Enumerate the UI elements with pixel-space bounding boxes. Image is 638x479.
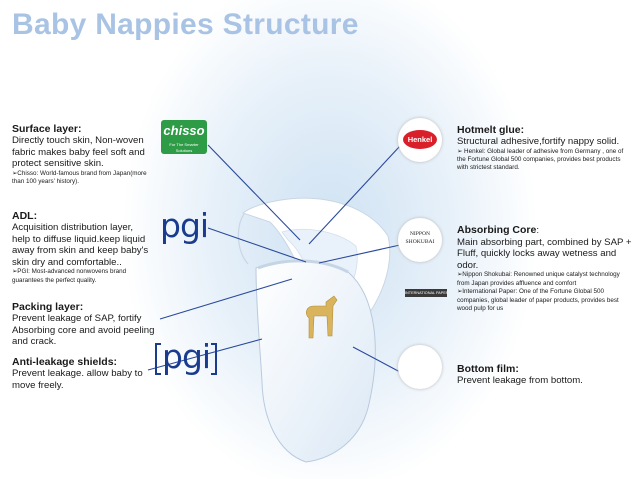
nippon-line2: SHOKUBAI bbox=[405, 238, 435, 245]
surface-layer-note: ➢Chisso: World-famous brand from Japan(m… bbox=[12, 169, 147, 186]
diaper-front-panel bbox=[255, 260, 376, 463]
surface-layer-block: Surface layer: Directly touch skin, Non-… bbox=[12, 123, 150, 187]
hotmelt-glue-heading: Hotmelt glue: bbox=[457, 124, 525, 136]
henkel-logo: Henkel bbox=[403, 130, 437, 149]
pgi-bracket-left bbox=[155, 343, 161, 375]
international-paper-logo: INTERNATIONAL PAPER bbox=[405, 289, 447, 297]
packing-layer-block: Packing layer: Prevent leakage of SAP, f… bbox=[12, 301, 160, 348]
leader-lines bbox=[147, 144, 401, 373]
bottom-film-circle bbox=[398, 345, 442, 389]
henkel-logo-circle: Henkel bbox=[398, 118, 442, 162]
giraffe-print bbox=[305, 295, 338, 339]
absorbing-core-note-nippon: ➢Nippon Shokubai: Renowned unique cataly… bbox=[457, 271, 620, 287]
adl-body: Acquisition distribution layer, help to … bbox=[12, 222, 149, 268]
nippon-line1: NIPPON bbox=[409, 231, 431, 237]
page-title: Baby Nappies Structure bbox=[12, 8, 359, 41]
absorbing-core-body: Main absorbing part, combined by SAP + F… bbox=[457, 236, 632, 271]
hotmelt-glue-block: Hotmelt glue: Structural adhesive,fortif… bbox=[457, 124, 629, 173]
pgi-logo-text-secondary: pgi bbox=[162, 337, 211, 376]
absorbing-core-heading-suffix: : bbox=[536, 225, 540, 236]
pgi-logo-secondary: pgi bbox=[155, 337, 218, 377]
adl-note: ➢PGI: Most-advanced nonwovens brand guar… bbox=[12, 268, 127, 284]
bottom-film-heading: Bottom film: bbox=[457, 363, 519, 375]
chisso-logo-tagline: For The Smarter Solutions bbox=[169, 142, 199, 153]
anti-leakage-heading: Anti-leakage shields: bbox=[12, 356, 118, 368]
pgi-logo-text: pgi bbox=[160, 206, 209, 245]
hotmelt-glue-note: ➢ Henkel: Global leader of adhesive from… bbox=[457, 147, 624, 172]
absorbing-core-heading: Absorbing Core bbox=[457, 224, 537, 236]
absorbing-core-block: Absorbing Core: Main absorbing part, com… bbox=[457, 224, 633, 313]
pgi-logo: pgi bbox=[160, 206, 209, 246]
nippon-shokubai-logo-circle: NIPPON SHOKUBAI bbox=[398, 218, 442, 262]
packing-layer-heading: Packing layer: bbox=[12, 301, 84, 313]
chisso-logo: chisso For The Smarter Solutions bbox=[161, 120, 207, 154]
surface-layer-heading: Surface layer: bbox=[12, 123, 82, 135]
absorbing-core-note-ip: ➢International Paper: One of the Fortune… bbox=[457, 288, 619, 312]
nippon-shokubai-logo: NIPPON SHOKUBAI bbox=[401, 231, 439, 246]
chisso-logo-text: chisso bbox=[163, 123, 205, 138]
anti-leakage-body: Prevent leakage. allow baby to move free… bbox=[12, 368, 143, 391]
pgi-bracket-right bbox=[211, 343, 218, 375]
hotmelt-glue-body: Structural adhesive,fortify nappy solid. bbox=[457, 136, 620, 147]
adl-block: ADL: Acquisition distribution layer, hel… bbox=[12, 210, 152, 285]
bottom-film-block: Bottom film: Prevent leakage from bottom… bbox=[457, 363, 629, 387]
packing-layer-body: Prevent leakage of SAP, fortify Absorbin… bbox=[12, 313, 155, 348]
bottom-film-body: Prevent leakage from bottom. bbox=[457, 375, 583, 386]
surface-layer-body: Directly touch skin, Non-woven fabric ma… bbox=[12, 135, 145, 170]
anti-leakage-block: Anti-leakage shields: Prevent leakage. a… bbox=[12, 356, 152, 391]
adl-heading: ADL: bbox=[12, 210, 38, 222]
